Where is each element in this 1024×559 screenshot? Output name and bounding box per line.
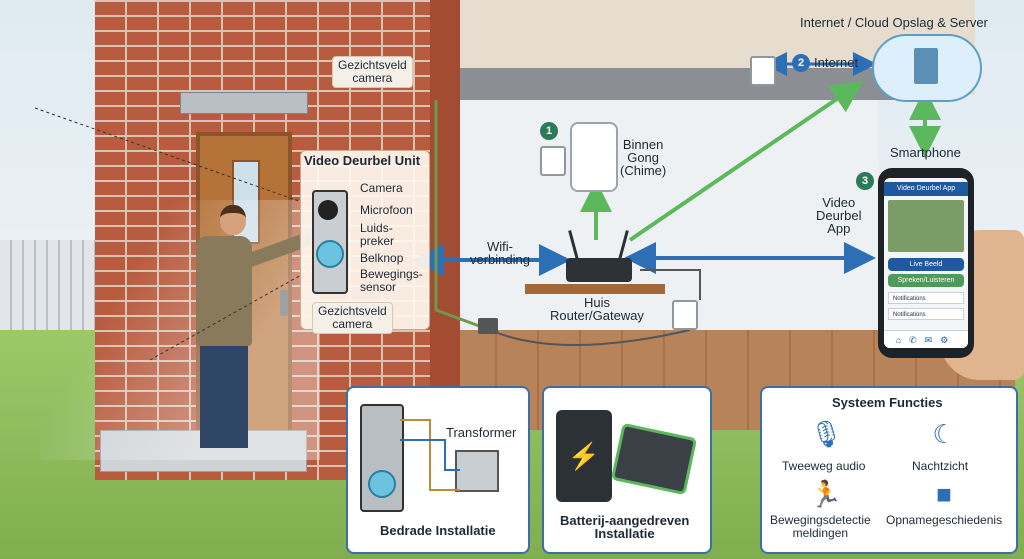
battery-icon: ⚡ (556, 410, 612, 502)
wall-outlet-icon (540, 146, 566, 176)
router-icon (566, 258, 632, 282)
label-transformer: Transformer (446, 425, 517, 440)
live-video-feed (888, 200, 964, 252)
function-recording-history: Opnamegeschiedenis (886, 513, 1003, 527)
card-system-functions (760, 386, 1018, 554)
notification-item[interactable]: Notifications (888, 292, 964, 304)
wired-doorbell-button-icon (368, 470, 396, 498)
video-camera-icon: ■ (936, 479, 952, 509)
label-bewegingssensor: Bewegings- sensor (360, 267, 423, 294)
label-camera: Camera (360, 181, 403, 195)
card-functions-title: Systeem Functies (832, 395, 943, 410)
door-window (232, 160, 260, 244)
moon-icon: ☾ (932, 419, 956, 449)
step-3-badge: 3 (856, 172, 874, 190)
step-1-badge: 1 (540, 122, 558, 140)
unit-title: Video Deurbel Unit (304, 153, 421, 168)
server-icon (914, 48, 938, 84)
app-nav-bar[interactable]: ⌂✆✉⚙ (884, 330, 968, 348)
step-2-badge: 2 (792, 54, 810, 72)
card-battery-title: Batterij-aangedreven Installatie (560, 513, 690, 541)
wall-outlet-icon (750, 56, 776, 86)
app-title-bar: Video Deurbel App (884, 182, 968, 196)
label-chime: Binnen Gong (Chime) (620, 137, 667, 178)
notification-item[interactable]: Notifications (888, 308, 964, 320)
label-wifi: Wifi- verbinding (470, 239, 530, 267)
person-body (196, 236, 252, 346)
chime-device-icon (570, 122, 618, 192)
function-two-way-audio: Tweeweg audio (782, 459, 866, 473)
function-night-vision: Nachtzicht (912, 459, 969, 473)
label-luidspreker: Luids- preker (360, 221, 395, 248)
label-belknop: Belknop (360, 251, 404, 265)
label-microfoon: Microfoon (360, 203, 413, 217)
door-canopy (180, 92, 308, 114)
wall-outlet-icon (672, 300, 698, 330)
function-motion-alerts: Bewegingsdetectie meldingen (770, 513, 871, 540)
label-router: Huis Router/Gateway (550, 295, 644, 323)
power-adapter-icon (478, 318, 498, 334)
label-fov-top: Gezichtsveld camera (332, 56, 413, 88)
talk-listen-button[interactable]: Spreken/Luisteren (888, 274, 964, 287)
wiring-lines (400, 419, 460, 491)
fence (0, 240, 100, 330)
motion-runner-icon: 🏃 (809, 479, 843, 509)
microphone-icon: 🎙 (809, 419, 843, 449)
doorbell-button-icon (316, 240, 344, 268)
label-fov-bottom: Gezichtsveld camera (312, 302, 393, 334)
live-view-button[interactable]: Live Beeld (888, 258, 964, 271)
person-head (220, 205, 246, 235)
camera-lens-icon (318, 200, 338, 220)
door-handle (280, 290, 288, 316)
label-internet: Internet (814, 55, 859, 70)
cloud-title: Internet / Cloud Opslag & Server (800, 15, 988, 30)
card-wired-title: Bedrade Installatie (380, 523, 496, 538)
label-smartphone: Smartphone (890, 145, 961, 160)
phone-screen: Video Deurbel App Live Beeld Spreken/Lui… (884, 178, 968, 348)
person-legs (200, 344, 248, 448)
label-video-app: Video Deurbel App (816, 195, 862, 236)
router-shelf (525, 284, 665, 294)
